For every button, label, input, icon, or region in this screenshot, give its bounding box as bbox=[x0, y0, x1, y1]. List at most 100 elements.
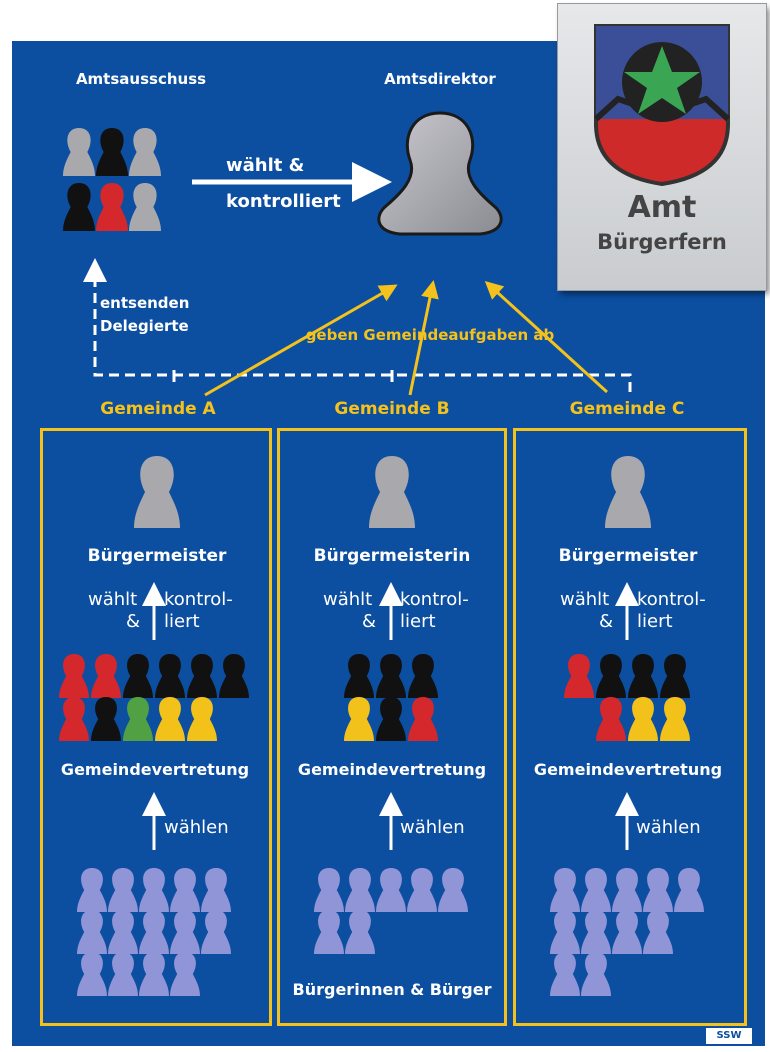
council-member-icon bbox=[91, 697, 121, 741]
delegates-dashed-line bbox=[93, 268, 632, 392]
amt-plaque: Amt Bürgerfern bbox=[558, 4, 766, 290]
director-pawn-icon bbox=[377, 111, 503, 236]
council-member-icon bbox=[123, 654, 153, 698]
committee-member-icon bbox=[129, 128, 161, 176]
citizen-icon bbox=[612, 868, 642, 912]
community-a-elects-2: & bbox=[126, 611, 141, 632]
community-b-council: Gemeindevertretung bbox=[297, 760, 487, 779]
citizen-icon bbox=[170, 868, 200, 912]
delegates-label-1: entsenden bbox=[100, 294, 190, 312]
delegates-label-2: Delegierte bbox=[100, 317, 189, 335]
community-a-controls-1: kontrol- bbox=[164, 589, 233, 610]
council-member-icon bbox=[155, 697, 185, 741]
community-a-title: Gemeinde A bbox=[100, 399, 216, 419]
council-member-icon bbox=[187, 654, 217, 698]
community-b-box bbox=[277, 428, 507, 1026]
community-b-elects-2: & bbox=[362, 611, 377, 632]
citizen-icon bbox=[550, 868, 580, 912]
citizen-icon bbox=[170, 910, 200, 954]
council-member-icon bbox=[660, 697, 690, 741]
hand-over-tasks-label: geben Gemeindeaufgaben ab bbox=[305, 326, 555, 344]
hand-over-arrow-a bbox=[204, 284, 398, 397]
citizen-icon bbox=[345, 868, 375, 912]
council-member-icon bbox=[596, 697, 626, 741]
community-c-vote: wählen bbox=[636, 817, 701, 838]
citizen-icon bbox=[77, 910, 107, 954]
plaque-line-2: Bürgerfern bbox=[597, 230, 727, 254]
community-a-mayor: Bürgermeister bbox=[87, 546, 227, 566]
citizen-icon bbox=[407, 868, 437, 912]
citizen-icon bbox=[170, 952, 200, 996]
council-member-icon bbox=[123, 697, 153, 741]
citizen-icon bbox=[77, 868, 107, 912]
committee-member-icon bbox=[96, 128, 128, 176]
community-b-title: Gemeinde B bbox=[334, 399, 450, 419]
citizen-icon bbox=[139, 910, 169, 954]
citizen-icon bbox=[108, 868, 138, 912]
council-member-icon bbox=[59, 654, 89, 698]
council-member-icon bbox=[408, 654, 438, 698]
amtsdirektor-label: Amtsdirektor bbox=[384, 70, 496, 88]
committee-member-icon bbox=[96, 183, 128, 231]
citizen-icon bbox=[139, 868, 169, 912]
citizen-icon bbox=[201, 868, 231, 912]
citizen-icon bbox=[674, 868, 704, 912]
committee-member-icon bbox=[63, 183, 95, 231]
council-member-icon bbox=[564, 654, 594, 698]
plaque-line-1: Amt bbox=[627, 190, 697, 225]
community-b-vote: wählen bbox=[400, 817, 465, 838]
citizen-icon bbox=[376, 868, 406, 912]
council-member-icon bbox=[344, 697, 374, 741]
amtsausschuss-label: Amtsausschuss bbox=[75, 70, 207, 88]
community-a-box bbox=[40, 428, 272, 1026]
citizen-icon bbox=[612, 910, 642, 954]
mayor-icon bbox=[134, 456, 180, 528]
community-b-controls-1: kontrol- bbox=[400, 589, 469, 610]
community-b-elects-1: wählt bbox=[323, 589, 373, 610]
community-c-controls-2: liert bbox=[637, 611, 673, 632]
elects-controls-label-2: kontrolliert bbox=[226, 191, 341, 212]
mayor-icon bbox=[605, 456, 651, 528]
council-member-icon bbox=[596, 654, 626, 698]
council-member-icon bbox=[187, 697, 217, 741]
council-member-icon bbox=[155, 654, 185, 698]
citizen-icon bbox=[345, 910, 375, 954]
hand-over-arrow-c bbox=[484, 280, 609, 394]
ssw-logo: SSW bbox=[705, 1027, 753, 1045]
citizen-icon bbox=[643, 910, 673, 954]
coat-of-arms-icon bbox=[593, 24, 731, 187]
council-member-icon bbox=[628, 654, 658, 698]
citizen-icon bbox=[550, 910, 580, 954]
citizen-icon bbox=[643, 868, 673, 912]
community-c-elects-2: & bbox=[599, 611, 614, 632]
community-c-box bbox=[513, 428, 747, 1026]
community-c-title: Gemeinde C bbox=[569, 399, 685, 419]
community-c-elects-1: wählt bbox=[560, 589, 610, 610]
council-member-icon bbox=[628, 697, 658, 741]
council-member-icon bbox=[219, 654, 249, 698]
community-a-elects-1: wählt bbox=[88, 589, 138, 610]
hand-over-arrow-b bbox=[408, 280, 439, 396]
mayor-icon bbox=[369, 456, 415, 528]
council-member-icon bbox=[376, 654, 406, 698]
council-member-icon bbox=[660, 654, 690, 698]
elects-controls-label-1: wählt & bbox=[226, 155, 305, 176]
citizen-icon bbox=[314, 910, 344, 954]
citizen-icon bbox=[550, 952, 580, 996]
council-member-icon bbox=[59, 697, 89, 741]
council-member-icon bbox=[408, 697, 438, 741]
community-c-controls-1: kontrol- bbox=[637, 589, 706, 610]
council-member-icon bbox=[344, 654, 374, 698]
committee-member-icon bbox=[129, 183, 161, 231]
community-c-mayor: Bürgermeister bbox=[558, 546, 698, 566]
citizens-label: Bürgerinnen & Bürger bbox=[292, 980, 492, 999]
citizen-icon bbox=[581, 868, 611, 912]
community-a-controls-2: liert bbox=[164, 611, 200, 632]
citizen-icon bbox=[581, 910, 611, 954]
community-b-mayor: Bürgermeisterin bbox=[313, 546, 471, 566]
citizen-icon bbox=[201, 910, 231, 954]
community-a-vote: wählen bbox=[164, 817, 229, 838]
community-a-council: Gemeindevertretung bbox=[60, 760, 250, 779]
citizen-icon bbox=[139, 952, 169, 996]
